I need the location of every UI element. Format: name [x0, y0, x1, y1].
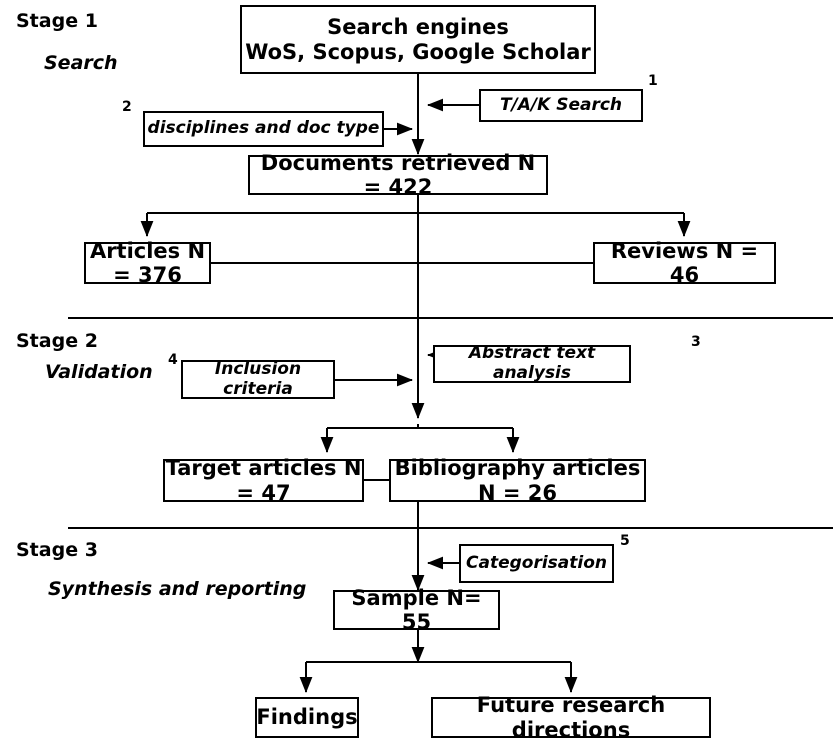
search-engines-line1: Search engines — [327, 15, 509, 40]
step-number-2: 2 — [122, 99, 132, 115]
search-engines-line2: WoS, Scopus, Google Scholar — [245, 39, 591, 64]
stage-3-title: Stage 3 — [16, 539, 98, 561]
box-inclusion-criteria[interactable]: Inclusion criteria — [181, 359, 335, 399]
box-articles[interactable]: Articles N = 376 — [84, 239, 211, 287]
box-search-engines[interactable]: Search engines WoS, Scopus, Google Schol… — [240, 5, 596, 74]
box-documents-retrieved[interactable]: Documents retrieved N = 422 — [248, 151, 548, 199]
stage-3-subtitle: Synthesis and reporting — [48, 578, 307, 600]
stage-2-subtitle: Validation — [45, 361, 153, 383]
stage-1-title: Stage 1 — [16, 10, 98, 32]
box-bibliography-articles[interactable]: Bibliography articles N = 26 — [389, 456, 646, 505]
box-categorisation[interactable]: Categorisation — [459, 544, 614, 583]
step-number-5: 5 — [620, 533, 630, 549]
box-future-research-directions[interactable]: Future research directions — [431, 693, 711, 742]
box-tak-search[interactable]: T/A/K Search — [479, 89, 643, 122]
box-disciplines-doc-type[interactable]: disciplines and doc type — [143, 111, 384, 147]
box-abstract-text-analysis[interactable]: Abstract text analysis — [433, 343, 631, 383]
box-findings[interactable]: Findings — [255, 697, 359, 738]
step-number-4: 4 — [168, 352, 178, 368]
step-number-3: 3 — [691, 334, 701, 350]
box-target-articles[interactable]: Target articles N = 47 — [163, 456, 364, 505]
box-reviews[interactable]: Reviews N = 46 — [593, 239, 776, 287]
stage-1-subtitle: Search — [44, 52, 118, 74]
stage-2-title: Stage 2 — [16, 330, 98, 352]
box-sample[interactable]: Sample N= 55 — [333, 586, 500, 634]
step-number-1: 1 — [648, 73, 658, 89]
